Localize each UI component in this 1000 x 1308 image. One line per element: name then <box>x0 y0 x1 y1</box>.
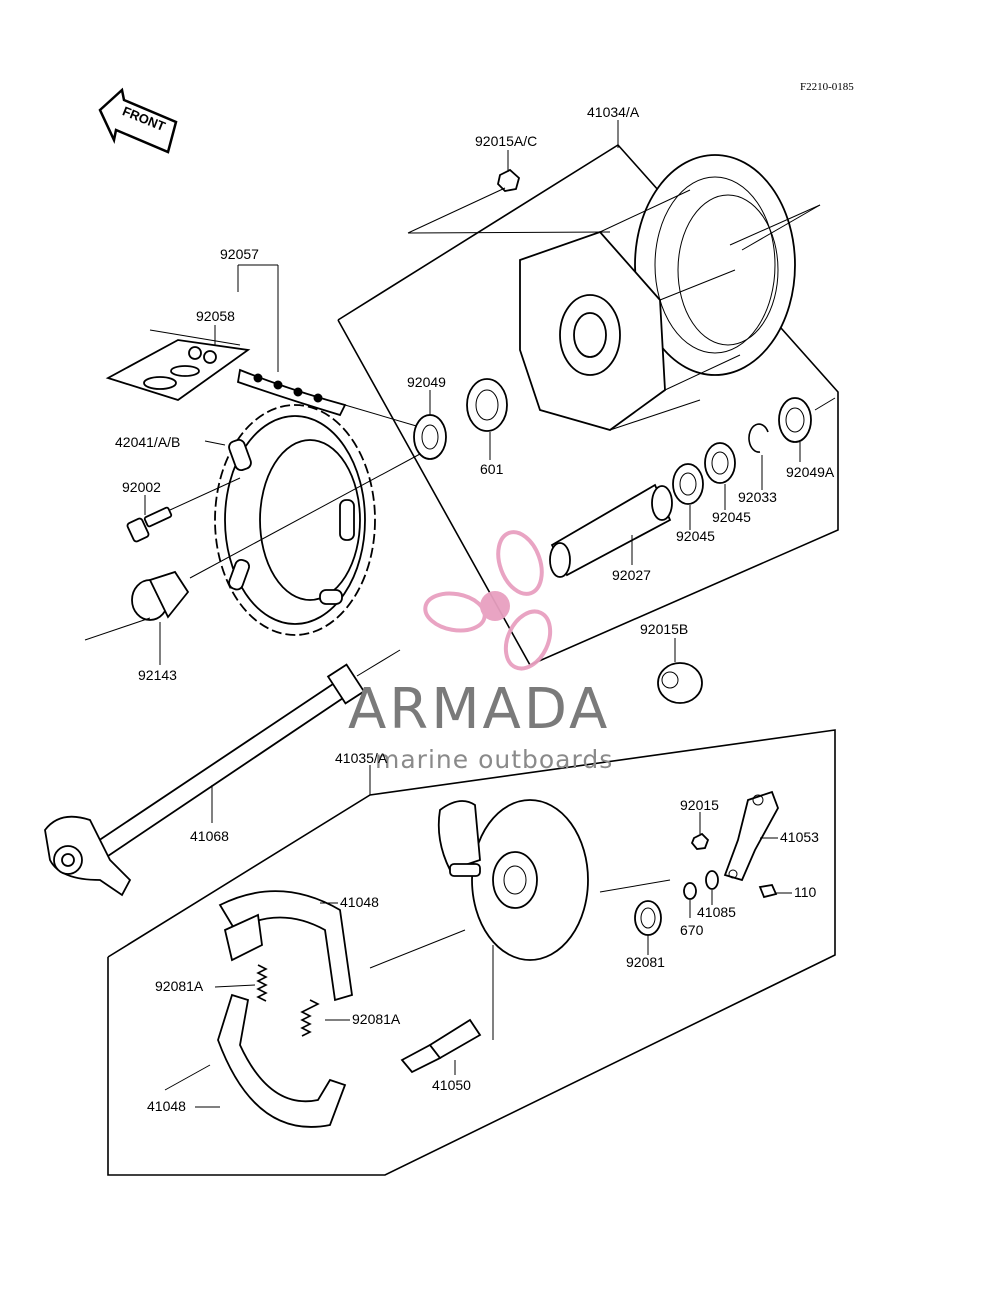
label-92015: 92015 <box>680 797 719 813</box>
collar-92143 <box>84 453 421 641</box>
label-92049: 92049 <box>407 374 446 390</box>
label-42041ab: 42041/A/B <box>115 434 180 450</box>
label-41085: 41085 <box>697 904 736 920</box>
brake-spring-right <box>300 999 320 1037</box>
bolt-110 <box>758 883 778 899</box>
label-41035a: 41035/A <box>335 750 388 766</box>
diagram-code: F2210-0185 <box>800 81 854 93</box>
label-92057: 92057 <box>220 246 259 262</box>
axle-nut-92015b <box>657 662 703 704</box>
label-110: 110 <box>794 884 817 900</box>
nut-92015 <box>690 832 710 850</box>
label-92049a: 92049A <box>786 464 835 480</box>
label-92081a-right: 92081A <box>352 1011 401 1027</box>
label-601: 601 <box>480 461 504 477</box>
hub-nut-92015ac <box>407 168 611 234</box>
label-92027: 92027 <box>612 567 651 583</box>
return-spring-92081 <box>599 879 671 936</box>
label-92081a-left: 92081A <box>155 978 204 994</box>
leader-lines <box>144 120 801 1108</box>
brake-shoe-lower <box>164 993 347 1128</box>
label-92143: 92143 <box>138 667 177 683</box>
brake-spring-left <box>256 964 268 1002</box>
label-92033: 92033 <box>738 489 777 505</box>
watermark-brand: ARMADA <box>348 677 610 742</box>
label-92002: 92002 <box>122 479 161 495</box>
front-arrow-icon: FRONT <box>98 87 178 154</box>
label-41053: 41053 <box>780 829 819 845</box>
label-670: 670 <box>680 922 704 938</box>
armada-watermark-logo <box>423 530 553 671</box>
brake-panel <box>369 799 589 969</box>
spacer-92027 <box>549 483 673 578</box>
bearing-92045 <box>672 442 736 505</box>
brake-assembly-outline <box>107 729 836 1176</box>
label-41068: 41068 <box>190 828 229 844</box>
label-41048-upper: 41048 <box>340 894 379 910</box>
bearing-92049 <box>413 414 447 460</box>
brake-lever <box>723 790 779 882</box>
rear-hub <box>519 154 821 431</box>
brake-cam <box>400 945 494 1074</box>
watermark-tagline: marine outboards <box>375 745 613 774</box>
label-92015ac: 92015A/C <box>475 133 537 149</box>
label-41034a: 41034/A <box>587 104 640 120</box>
bearing-601 <box>466 378 508 432</box>
label-92081: 92081 <box>626 954 665 970</box>
label-92015b: 92015B <box>640 621 688 637</box>
drive-chain <box>105 329 431 431</box>
rear-sprocket <box>214 404 376 636</box>
label-92045-a: 92045 <box>676 528 715 544</box>
washer-41085 <box>705 870 719 890</box>
brake-shoe-upper <box>218 890 353 1002</box>
label-41048-lower: 41048 <box>147 1098 186 1114</box>
washer-670 <box>683 882 697 900</box>
rear-axle <box>44 649 401 897</box>
sprocket-bolt <box>126 477 241 543</box>
seal-92049a <box>778 397 836 443</box>
label-92045-b: 92045 <box>712 509 751 525</box>
circlip-92033 <box>748 423 769 453</box>
label-41050: 41050 <box>432 1077 471 1093</box>
label-92058: 92058 <box>196 308 235 324</box>
